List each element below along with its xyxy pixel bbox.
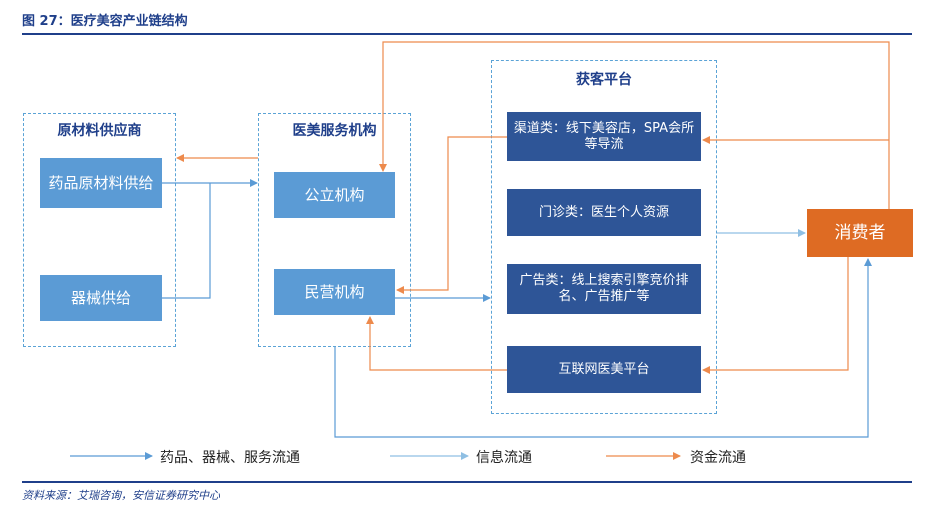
box-device-supply: 器械供给	[40, 275, 162, 321]
title-rule	[22, 33, 912, 35]
source-note: 资料来源：艾瑞咨询，安信证券研究中心	[22, 489, 220, 502]
flow-money-consumer-to-internet	[702, 257, 849, 374]
box-private-institution: 民营机构	[274, 269, 395, 315]
box-drug-raw-material-supply: 药品原材料供给	[40, 158, 162, 208]
box-internet-platform: 互联网医美平台	[507, 346, 701, 393]
source-rule	[22, 481, 912, 483]
box-public-institution: 公立机构	[274, 172, 395, 218]
group-medical-aesthetic-institutions: 医美服务机构	[258, 113, 411, 347]
flow-goods-institutions-to-consumer	[334, 258, 872, 438]
flow-money-consumer-to-public	[379, 41, 890, 209]
figure-title: 图 27：医疗美容产业链结构	[22, 14, 188, 29]
group-title-platforms: 获客平台	[576, 72, 632, 88]
flow-money-channel-to-private	[396, 136, 507, 294]
group-raw-material-suppliers: 原材料供应商	[23, 113, 176, 347]
group-title-suppliers: 原材料供应商	[57, 123, 142, 139]
legend-label-info: 信息流通	[476, 450, 532, 466]
legend-label-money: 资金流通	[690, 450, 746, 466]
group-title-institutions: 医美服务机构	[292, 123, 377, 139]
legend-label-goods: 药品、器械、服务流通	[160, 450, 300, 466]
flow-money-internet-to-private	[366, 316, 507, 371]
flow-goods-device-to-institutions	[162, 183, 211, 299]
box-advertising-platform: 广告类：线上搜索引擎竞价排名、广告推广等	[507, 264, 701, 314]
box-clinic-platform: 门诊类：医生个人资源	[507, 189, 701, 236]
box-consumer: 消费者	[807, 209, 913, 257]
group-customer-acquisition-platforms: 获客平台	[491, 60, 717, 414]
box-channel-platform: 渠道类：线下美容店，SPA会所等导流	[507, 112, 701, 161]
